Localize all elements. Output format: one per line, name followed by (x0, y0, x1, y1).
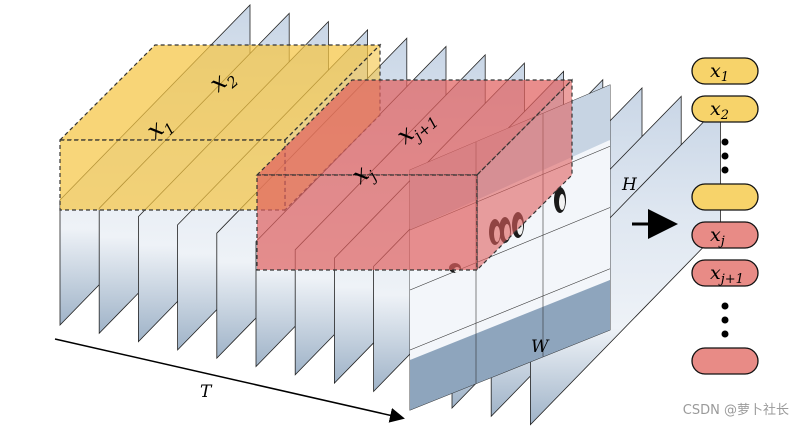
water-area (410, 280, 610, 410)
width-axis-label: W (531, 337, 550, 357)
grid-line (409, 268, 611, 351)
token-ellipsis (721, 302, 729, 338)
token: x1 (691, 57, 759, 85)
token: xj (691, 221, 759, 249)
penguin (554, 187, 566, 213)
red-tubelet (255, 78, 574, 272)
token: xj+1 (691, 259, 759, 287)
token: x2 (691, 95, 759, 123)
token-pill (691, 95, 759, 123)
height-axis-label: H (621, 175, 638, 195)
token-pill (691, 259, 759, 287)
token-pill (691, 221, 759, 249)
box-front (59, 139, 286, 211)
red-tubelet-group (255, 78, 574, 272)
watermark: CSDN @萝卜社长 (682, 403, 789, 418)
token (691, 183, 759, 211)
token-pill (691, 347, 759, 375)
token-ellipsis (721, 138, 729, 174)
token-pill (691, 57, 759, 85)
time-arrow (54, 338, 405, 423)
grid-line (409, 207, 611, 291)
box-front (256, 174, 478, 271)
token (691, 347, 759, 375)
time-axis-label: T (200, 382, 213, 402)
token-sequence: x1 x2 xj xj+1 (691, 57, 759, 375)
token-pill (691, 183, 759, 211)
